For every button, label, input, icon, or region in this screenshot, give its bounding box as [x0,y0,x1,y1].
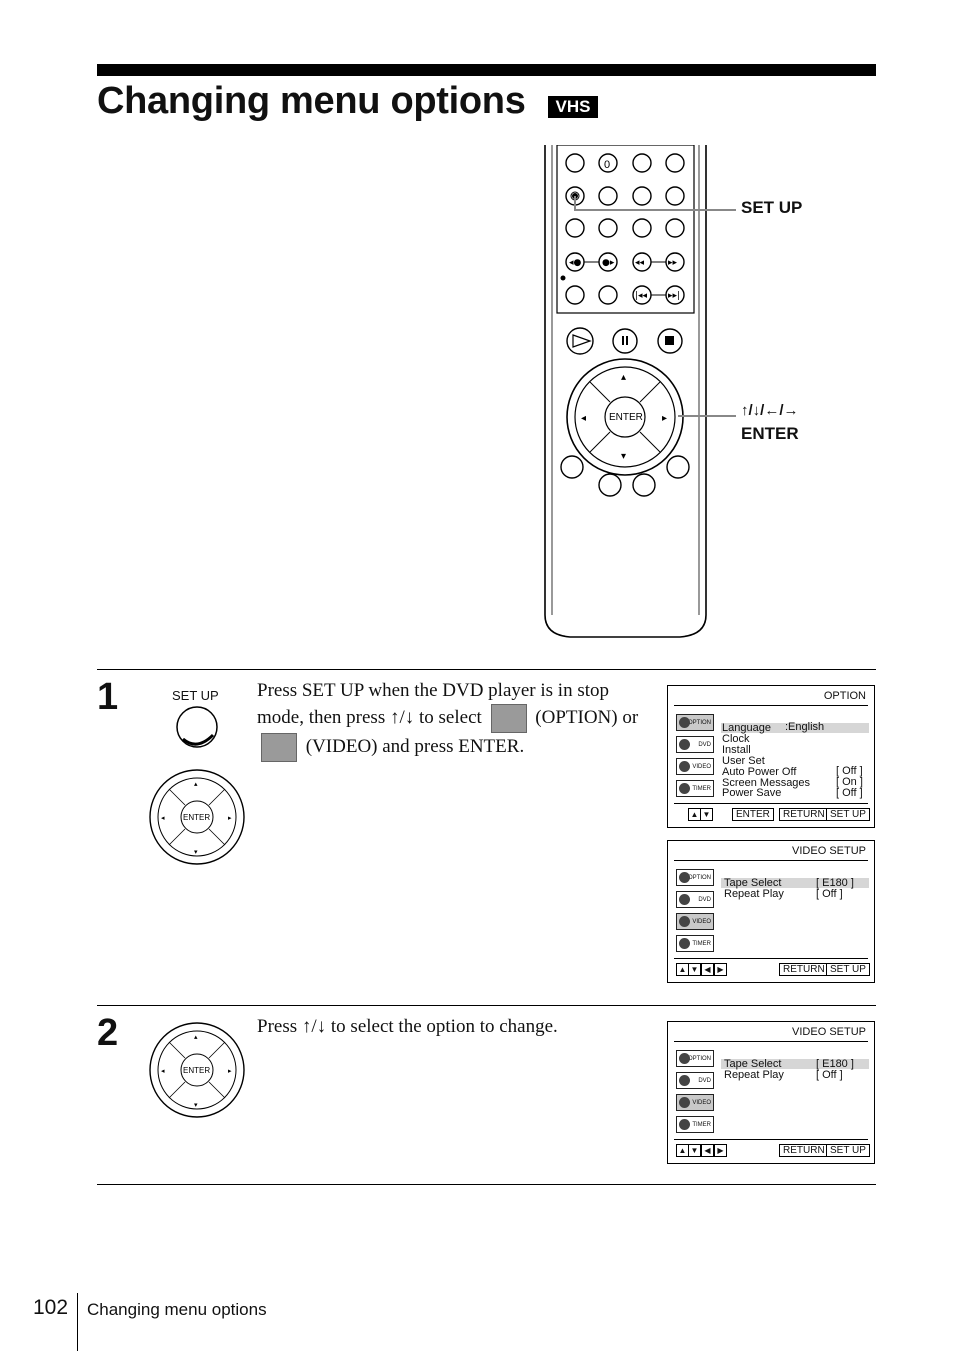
screen-setup-button: SET UP [826,1144,870,1157]
dpad-icon: ▴ ▾ ◂ ▸ ENTER [149,769,245,865]
menu-row-value: [ On ] [836,776,863,788]
side-option-icon: OPTION [676,869,714,886]
callout-lines [574,196,736,417]
menu-row-value: [ Off ] [816,888,843,900]
svg-text:◂: ◂ [581,413,586,424]
svg-text:▾: ▾ [194,848,198,856]
screen-setup-button: SET UP [826,963,870,976]
option-menu-icon [490,704,527,734]
svg-text:▾: ▾ [621,451,626,462]
setup-button-label: SET UP [172,688,219,703]
menu-row: Screen Messages [722,777,811,789]
side-dvd-icon: DVD [676,736,714,753]
step2-text: Press ↑/↓ to select the option to change… [257,1016,558,1037]
zero-key-label: 0 [604,159,610,171]
screen-return-button: RETURN [779,808,829,821]
step-number: 2 [97,1012,119,1054]
svg-text:▸: ▸ [228,1067,232,1075]
side-timer-icon: TIMER [676,1116,714,1133]
arrows-callout-label: ↑/↓/←/→ [741,402,799,419]
page-number: 102 [33,1296,69,1319]
screen-return-button: RETURN [779,963,829,976]
header-rule [97,64,876,76]
menu-row: Clock [722,733,750,745]
page-title: Changing menu options [97,80,526,122]
screen-enter-button: ENTER [732,808,774,821]
side-timer-icon: TIMER [676,780,714,797]
svg-text:▸: ▸ [662,413,667,424]
footer-divider [77,1293,78,1351]
remote-illustration: 0 ◂● ●▸ ◂◂ ▸▸ |◂◂ ▸▸| ▴ ▾ ◂ ▸ ENTER [544,145,707,638]
end-rule [97,1184,876,1185]
setup-callout-label: SET UP [741,198,803,217]
side-timer-icon: TIMER [676,935,714,952]
menu-row-value: [ Off ] [836,765,863,777]
svg-text:▾: ▾ [194,1101,198,1109]
menu-row-value: [ E180 ] [816,1058,854,1070]
menu-row: Repeat Play [724,1069,784,1081]
option-screen: OPTION OPTION DVD VIDEO TIMER Language :… [667,685,875,828]
video-setup-screen: VIDEO SETUP OPTION DVD VIDEO TIMER Tape … [667,1021,875,1164]
svg-text:●▸: ●▸ [602,258,615,268]
menu-row: Language [722,722,771,734]
menu-row-value: [ Off ] [816,1069,843,1081]
menu-row: Repeat Play [724,888,784,900]
screen-setup-button: SET UP [826,808,870,821]
side-video-icon: VIDEO [676,1094,714,1111]
enter-callout-label: ENTER [741,424,799,443]
menu-row-value: [ Off ] [836,787,863,799]
svg-text:▸▸: ▸▸ [668,258,678,268]
screen-title: VIDEO SETUP [792,1026,866,1038]
menu-row-value: :English [785,721,825,733]
step1-instructions: Press SET UP when the DVD player is in s… [257,677,647,763]
vhs-badge: VHS [548,96,598,118]
svg-text:◂◂: ◂◂ [635,258,645,268]
step1-rule [97,669,876,670]
dpad-enter-label: ENTER [183,813,210,822]
svg-text:◂: ◂ [161,1067,165,1075]
svg-text:▴: ▴ [621,372,626,383]
side-option-icon: OPTION [676,714,714,731]
menu-row: Auto Power Off [722,766,797,778]
menu-row: Tape Select [724,1058,782,1070]
svg-text:◂●: ◂● [569,258,582,268]
dpad-icon: ▴ ▾ ◂ ▸ ENTER [149,1022,245,1118]
side-option-icon: OPTION [676,1050,714,1067]
menu-row: User Set [722,755,765,767]
svg-text:▴: ▴ [194,1033,198,1041]
setup-button-icon [176,706,218,748]
menu-row: Power Save [722,787,782,799]
screen-title: VIDEO SETUP [792,845,866,857]
menu-row-value: [ E180 ] [816,877,854,889]
svg-text:|◂◂: |◂◂ [635,291,648,301]
menu-row: Tape Select [724,877,782,889]
menu-row: Install [722,744,751,756]
side-video-icon: VIDEO [676,913,714,930]
svg-text:▸: ▸ [228,814,232,822]
side-video-icon: VIDEO [676,758,714,775]
svg-text:▴: ▴ [194,780,198,788]
footer-section-title: Changing menu options [87,1300,267,1319]
video-setup-screen: VIDEO SETUP OPTION DVD VIDEO TIMER Tape … [667,840,875,983]
video-menu-icon [261,733,297,763]
screen-return-button: RETURN [779,1144,829,1157]
step1-text-b: (OPTION) or [535,707,639,728]
step1-text-a: Press SET UP when the DVD player is in s… [257,680,610,728]
svg-text:▸▸|: ▸▸| [668,291,680,301]
step1-text-c: (VIDEO) and press ENTER. [305,736,525,758]
screen-title: OPTION [823,690,866,702]
enter-key-label: ENTER [609,412,643,423]
side-dvd-icon: DVD [676,1072,714,1089]
step2-rule [97,1005,876,1006]
side-dvd-icon: DVD [676,891,714,908]
step-number: 1 [97,676,119,718]
dpad-enter-label: ENTER [183,1066,210,1075]
svg-text:◂: ◂ [161,814,165,822]
